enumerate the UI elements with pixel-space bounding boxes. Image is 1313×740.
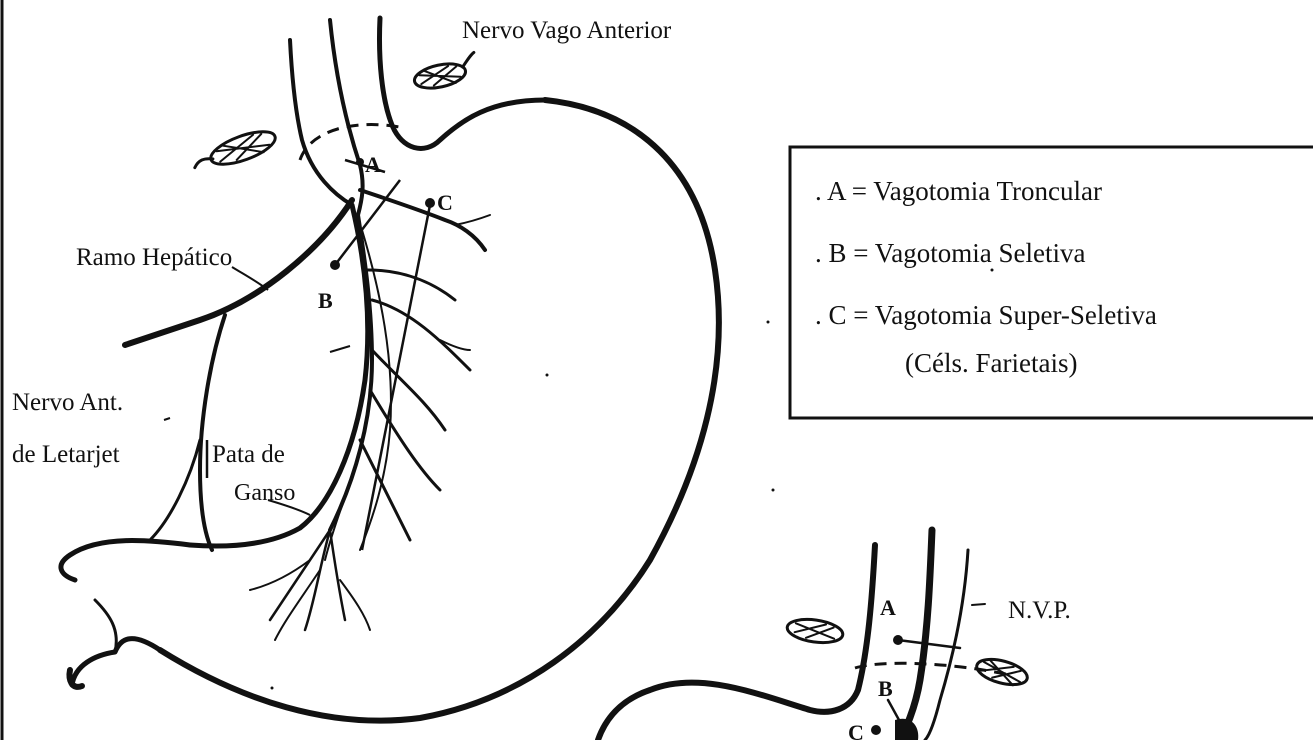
posterior-point-a: A [880,595,896,620]
anterior-vagus-trunk [330,20,363,215]
legend-item-c-subline: (Céls. Farietais) [905,348,1077,378]
legend-item-b: . B = Vagotomia Seletiva [815,238,1085,268]
posterior-point-c: C [848,720,864,740]
posterior-esophagus-right [900,530,932,740]
dot-a [356,158,364,166]
point-b: B [318,288,333,313]
posterior-point-b: B [878,676,893,701]
posterior-marker-a [898,640,960,648]
label-ramo-hepatico: Ramo Hepático [76,244,232,271]
leader-ramo-hepatico [232,267,268,290]
vagotomy-marker-lines [335,160,430,550]
label-pata-de: Pata de [212,441,285,468]
hepatic-branch [125,200,352,345]
label-de-letarjet: de Letarjet [12,441,120,468]
nerves-main [125,20,490,640]
label-ganso: Ganso [234,480,295,506]
dot-b [330,260,340,270]
pylorus-upper [61,541,190,580]
cut-nerve-icon [786,616,845,646]
letarjet-anterior [200,315,225,550]
dot-c [425,198,435,208]
legend-box: . A = Vagotomia Troncular . B = Vagotomi… [790,147,1313,418]
label-nervo-ant: Nervo Ant. [12,389,123,416]
cut-nerve-icon [974,655,1030,690]
label-nervo-vago-anterior: Nervo Vago Anterior [462,17,672,44]
esophagus-left-wall [290,40,352,205]
pylorus-ring [95,600,116,652]
cut-nerve-icon [190,125,279,177]
legend-item-a: . A = Vagotomia Troncular [815,176,1102,206]
point-c: C [437,190,453,215]
cut-nerve-icon [411,52,479,92]
legend-item-c: . C = Vagotomia Super-Seletiva [815,300,1157,330]
letarjet-pyloric-branch [150,440,200,540]
label-nvp: N.V.P. [1008,597,1071,624]
point-a: A [365,152,381,177]
